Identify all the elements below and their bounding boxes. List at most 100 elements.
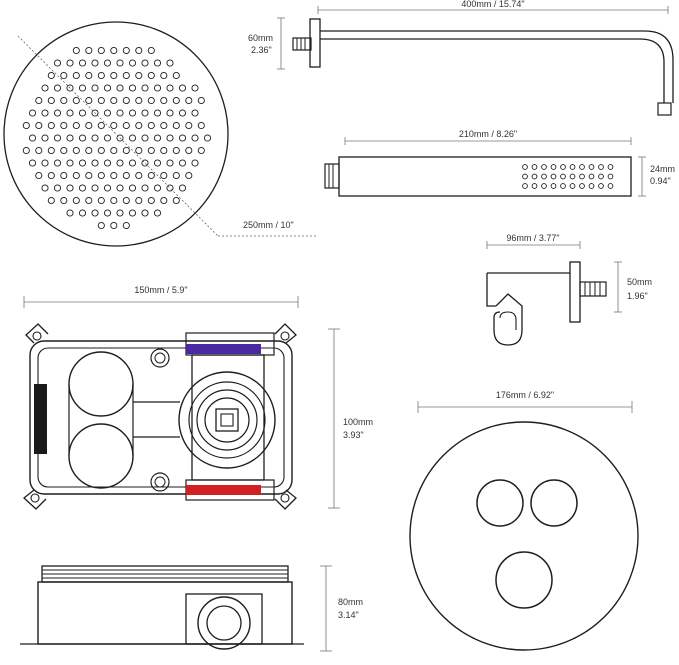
nozzle-hole — [588, 183, 595, 189]
nozzle-hole — [147, 71, 155, 80]
nozzle-hole — [166, 184, 174, 192]
nozzle-hole — [116, 134, 124, 142]
nozzle-hole — [91, 134, 99, 142]
nozzle-hole — [598, 173, 604, 180]
nozzle-hole — [116, 59, 124, 67]
nozzle-hole — [588, 173, 595, 180]
nozzle-hole — [135, 171, 143, 180]
nozzle-hole — [72, 71, 80, 80]
nozzle-hole — [166, 159, 174, 167]
nozzle-hole — [91, 109, 99, 117]
nozzle-hole — [85, 196, 93, 205]
nozzle-hole — [116, 159, 124, 167]
nozzle-hole — [147, 46, 155, 55]
nozzle-hole — [53, 134, 62, 142]
nozzle-hole — [110, 46, 118, 55]
nozzle-hole — [110, 146, 118, 155]
nozzle-hole — [141, 134, 149, 142]
nozzle-hole — [91, 59, 99, 67]
nozzle-hole — [47, 121, 55, 130]
nozzle-hole — [47, 196, 55, 205]
shower-arm-height-in-label: 2.36" — [251, 45, 272, 55]
nozzle-hole — [35, 171, 43, 180]
side-seal-black — [34, 384, 47, 454]
mounting-ear-bottom-right — [274, 489, 297, 510]
nozzle-hole — [41, 159, 49, 167]
nozzle-hole — [598, 164, 604, 170]
nozzle-hole — [72, 96, 80, 105]
nozzle-hole — [191, 84, 199, 92]
nozzle-hole — [66, 134, 74, 142]
nozzle-hole — [78, 159, 87, 167]
nozzle-hole — [178, 184, 187, 192]
nozzle-hole — [160, 146, 168, 155]
nozzle-hole — [72, 146, 80, 155]
nozzle-hole — [178, 109, 187, 117]
nozzle-hole — [122, 96, 130, 105]
nozzle-hole — [541, 164, 547, 170]
nozzle-hole — [97, 121, 105, 130]
nozzle-hole — [160, 71, 168, 80]
nozzle-hole — [569, 173, 576, 180]
nozzle-hole — [147, 196, 155, 205]
nozzle-hole — [579, 164, 585, 170]
valve-box-depth-in-label: 3.14" — [338, 610, 359, 620]
arm-outlet-nut — [657, 102, 672, 116]
nozzle-hole — [60, 71, 68, 80]
nozzle-hole — [35, 121, 43, 130]
nozzle-hole — [60, 96, 68, 105]
bracket-wall-flange — [569, 261, 581, 323]
nozzle-hole — [172, 71, 180, 80]
hand-shower-connector — [324, 163, 340, 189]
nozzle-hole — [598, 183, 604, 189]
nozzle-hole — [541, 173, 547, 180]
nozzle-hole — [560, 164, 566, 170]
nozzle-hole — [53, 184, 62, 192]
nozzle-hole — [531, 183, 538, 189]
nozzle-hole — [41, 134, 49, 142]
shower-head-nozzles — [22, 46, 212, 230]
nozzle-hole — [91, 159, 99, 167]
screw-boss-top — [150, 348, 170, 368]
nozzle-hole — [550, 183, 557, 189]
nozzle-hole — [53, 159, 62, 167]
hand-shower-width-in-label: 0.94" — [650, 176, 671, 186]
nozzle-hole — [141, 159, 149, 167]
nozzle-hole — [116, 84, 124, 92]
nozzle-hole — [153, 84, 162, 92]
nozzle-hole — [147, 146, 155, 155]
nozzle-hole — [197, 96, 205, 105]
nozzle-hole — [185, 146, 193, 155]
outlet-port-upper — [68, 351, 134, 417]
nozzle-hole — [522, 164, 528, 170]
nozzle-hole — [122, 46, 130, 55]
nozzle-hole — [110, 96, 118, 105]
nozzle-hole — [135, 146, 143, 155]
nozzle-hole — [103, 134, 112, 142]
nozzle-hole — [141, 209, 149, 217]
nozzle-hole — [172, 121, 180, 130]
nozzle-hole — [135, 121, 143, 130]
outlet-port-lower — [68, 423, 134, 489]
control-plate-diameter-label: 176mm / 6.92" — [496, 390, 554, 400]
nozzle-hole — [35, 146, 43, 155]
arm-tube — [320, 30, 674, 103]
nozzle-hole — [141, 84, 149, 92]
nozzle-hole — [97, 171, 105, 180]
nozzle-hole — [103, 84, 112, 92]
nozzle-hole — [78, 59, 87, 67]
nozzle-hole — [135, 46, 143, 55]
nozzle-hole — [60, 146, 68, 155]
shower-head-diameter-label: 250mm / 10" — [243, 220, 294, 230]
nozzle-hole — [531, 164, 538, 170]
nozzle-hole — [135, 71, 143, 80]
nozzle-hole — [191, 109, 199, 117]
nozzle-hole — [97, 146, 105, 155]
nozzle-hole — [78, 209, 87, 217]
nozzle-hole — [103, 184, 112, 192]
nozzle-hole — [560, 173, 566, 180]
nozzle-hole — [160, 171, 168, 180]
push-button-left — [476, 479, 524, 527]
nozzle-hole — [569, 183, 576, 189]
